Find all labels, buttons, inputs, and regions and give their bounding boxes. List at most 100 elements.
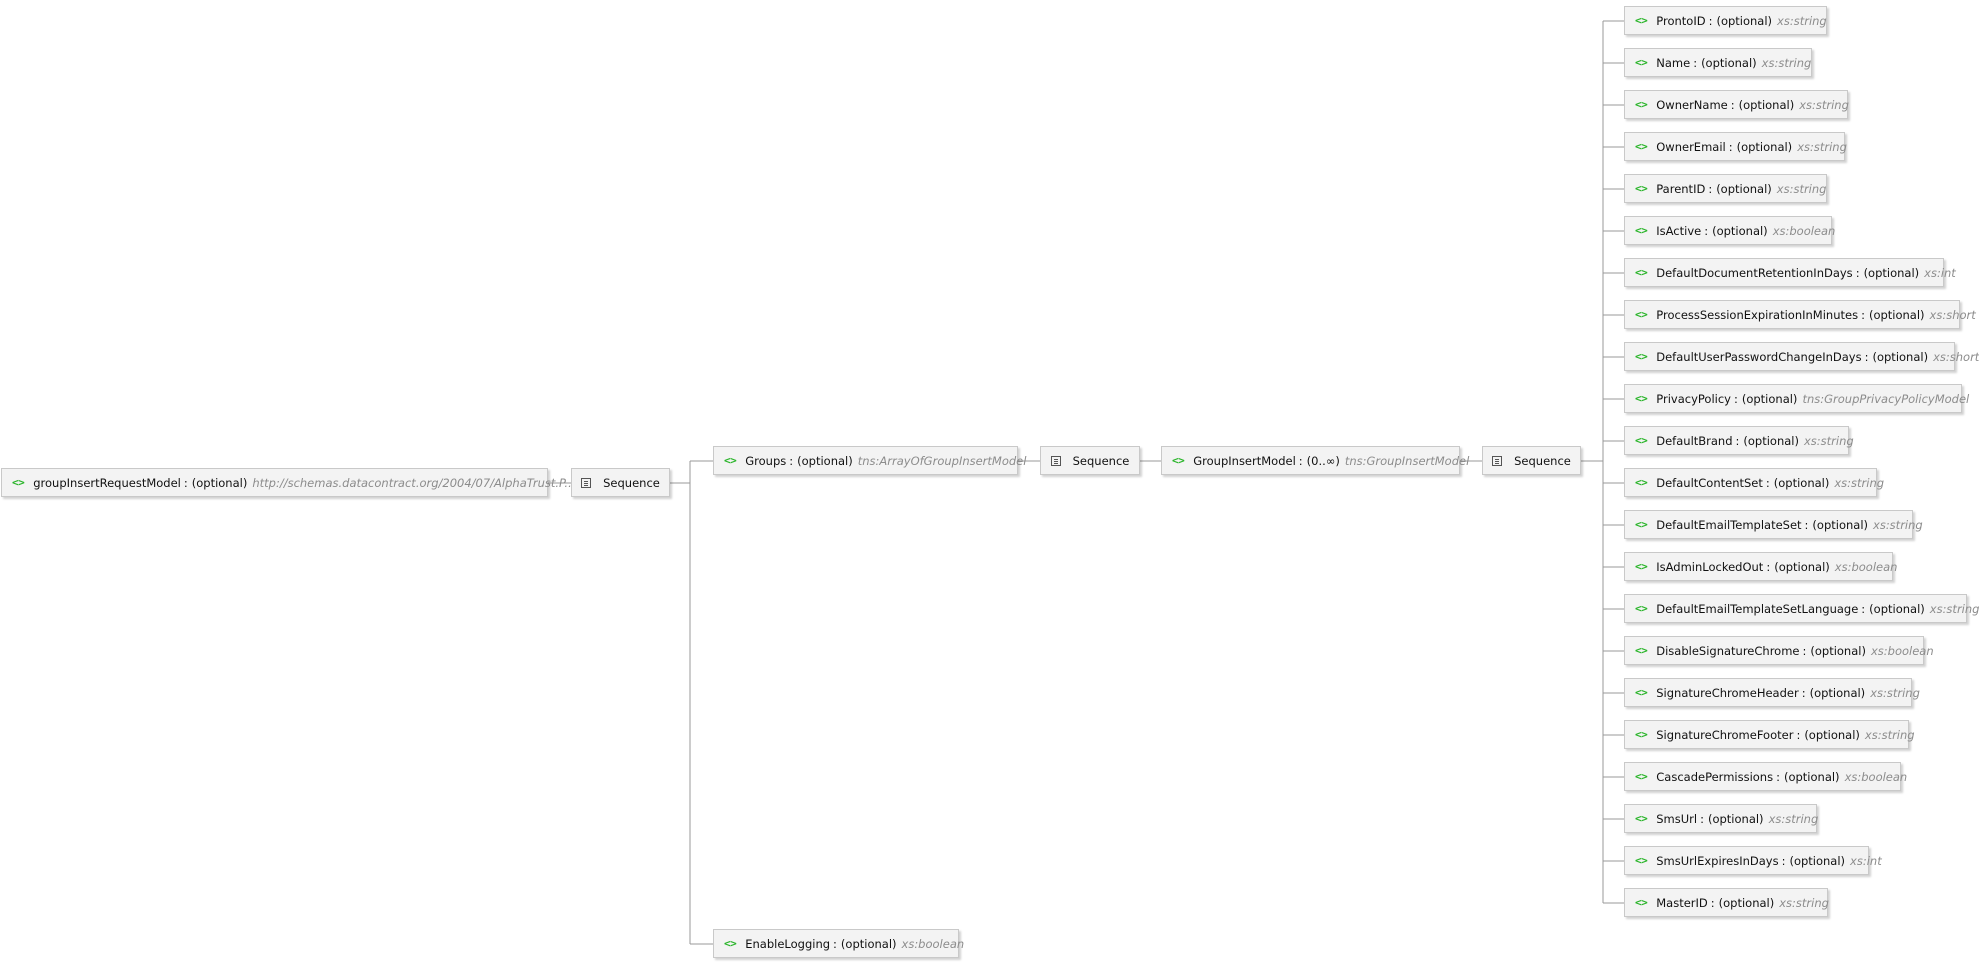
element-name: DefaultEmailTemplateSet (1656, 517, 1802, 532)
element-node-SmsUrl[interactable]: <>SmsUrl:(optional)xs:string (1624, 804, 1819, 833)
element-icon: <> (1635, 224, 1648, 237)
separator: : (1861, 601, 1866, 616)
element-name: SmsUrlExpiresInDays (1656, 853, 1779, 868)
element-name: GroupInsertModel (1193, 453, 1296, 468)
element-node-DefaultEmailTemplateSetLanguage[interactable]: <>DefaultEmailTemplateSetLanguage:(optio… (1624, 594, 1979, 623)
element-node-IsActive[interactable]: <>IsActive:(optional)xs:boolean (1624, 216, 1835, 245)
element-node-OwnerEmail[interactable]: <>OwnerEmail:(optional)xs:string (1624, 132, 1847, 161)
element-node-ProcessSessionExpirationInMinutes[interactable]: <>ProcessSessionExpirationInMinutes:(opt… (1624, 300, 1976, 329)
element-occurrence: (optional) (1716, 181, 1772, 196)
element-node-DefaultContentSet[interactable]: <>DefaultContentSet:(optional)xs:string (1624, 468, 1884, 497)
separator: : (1708, 13, 1713, 28)
element-node-GroupInsertModel[interactable]: <> GroupInsertModel : (0..∞) tns:GroupIn… (1161, 446, 1469, 475)
element-type: xs:string (1804, 433, 1854, 448)
element-icon: <> (1635, 560, 1648, 573)
element-icon: <> (1635, 476, 1648, 489)
sequence-label: Sequence (603, 475, 660, 490)
element-node-EnableLogging[interactable]: <> EnableLogging : (optional) xs:boolean (713, 929, 964, 958)
separator: : (1796, 727, 1801, 742)
separator: : (1855, 265, 1860, 280)
element-occurrence: (optional) (1701, 55, 1757, 70)
element-node-ParentID[interactable]: <>ParentID:(optional)xs:string (1624, 174, 1827, 203)
element-node-Name[interactable]: <>Name:(optional)xs:string (1624, 48, 1812, 77)
element-name: CascadePermissions (1656, 769, 1774, 784)
element-name: Name (1656, 55, 1691, 70)
element-type: xs:string (1761, 55, 1812, 70)
element-icon: <> (724, 937, 737, 950)
element-icon: <> (724, 454, 737, 467)
element-type: xs:boolean (1870, 643, 1934, 658)
element-icon: <> (1635, 266, 1648, 279)
element-name: EnableLogging (745, 936, 831, 951)
element-type: xs:boolean (1844, 769, 1908, 784)
element-name: IsActive (1656, 223, 1702, 238)
element-type: xs:string (1870, 685, 1920, 700)
element-node-SmsUrlExpiresInDays[interactable]: <>SmsUrlExpiresInDays:(optional)xs:int (1624, 846, 1882, 875)
separator: : (1733, 391, 1738, 406)
element-name: groupInsertRequestModel (33, 475, 181, 490)
element-node-IsAdminLockedOut[interactable]: <>IsAdminLockedOut:(optional)xs:boolean (1624, 552, 1897, 581)
element-node-SignatureChromeHeader[interactable]: <>SignatureChromeHeader:(optional)xs:str… (1624, 678, 1920, 707)
element-occurrence: (optional) (1736, 139, 1793, 154)
element-occurrence: (optional) (797, 453, 853, 468)
element-type: xs:string (1768, 811, 1819, 826)
element-node-DisableSignatureChrome[interactable]: <>DisableSignatureChrome:(optional)xs:bo… (1624, 636, 1934, 665)
element-icon: <> (1635, 56, 1648, 69)
element-node-ProntoID[interactable]: <>ProntoID:(optional)xs:string (1624, 6, 1827, 35)
element-type: xs:string (1799, 97, 1849, 112)
element-node-groupInsertRequestModel[interactable]: <> groupInsertRequestModel : (optional) … (1, 468, 575, 497)
element-icon: <> (1635, 140, 1648, 153)
sequence-icon (1492, 455, 1503, 466)
element-node-DefaultDocumentRetentionInDays[interactable]: <>DefaultDocumentRetentionInDays:(option… (1624, 258, 1956, 287)
element-node-MasterID[interactable]: <>MasterID:(optional)xs:string (1624, 888, 1829, 917)
element-node-DefaultEmailTemplateSet[interactable]: <>DefaultEmailTemplateSet:(optional)xs:s… (1624, 510, 1923, 539)
element-name: DefaultEmailTemplateSetLanguage (1656, 601, 1859, 616)
element-icon: <> (1635, 812, 1648, 825)
separator: : (833, 936, 837, 951)
element-occurrence: (optional) (1738, 97, 1795, 112)
sequence-node-3[interactable]: Sequence (1482, 446, 1581, 475)
separator: : (789, 453, 794, 468)
element-node-DefaultBrand[interactable]: <>DefaultBrand:(optional)xs:string (1624, 426, 1854, 455)
element-type: xs:string (1777, 13, 1827, 28)
element-occurrence: (optional) (1804, 727, 1860, 742)
element-icon: <> (1635, 308, 1648, 321)
element-node-OwnerName[interactable]: <>OwnerName:(optional)xs:string (1624, 90, 1849, 119)
separator: : (1861, 307, 1865, 322)
element-type: xs:short (1929, 307, 1976, 322)
element-icon: <> (1635, 602, 1648, 615)
separator: : (1802, 643, 1807, 658)
separator: : (183, 475, 188, 490)
element-icon: <> (12, 476, 25, 489)
element-type: xs:boolean (1834, 559, 1898, 574)
element-icon: <> (1635, 770, 1648, 783)
element-name: SignatureChromeFooter (1656, 727, 1794, 742)
element-type: xs:string (1834, 475, 1885, 490)
element-occurrence: (optional) (840, 936, 897, 951)
element-node-PrivacyPolicy[interactable]: <>PrivacyPolicy:(optional)tns:GroupPriva… (1624, 384, 1969, 413)
element-name: DefaultBrand (1656, 433, 1733, 448)
element-node-DefaultUserPasswordChangeInDays[interactable]: <>DefaultUserPasswordChangeInDays:(optio… (1624, 342, 1979, 371)
element-type: tns:ArrayOfGroupInsertModel (857, 453, 1027, 468)
element-node-CascadePermissions[interactable]: <>CascadePermissions:(optional)xs:boolea… (1624, 762, 1907, 791)
element-occurrence: (optional) (1789, 853, 1846, 868)
element-node-Groups[interactable]: <> Groups : (optional) tns:ArrayOfGroupI… (713, 446, 1026, 475)
element-name: DisableSignatureChrome (1656, 643, 1800, 658)
element-node-SignatureChromeFooter[interactable]: <>SignatureChromeFooter:(optional)xs:str… (1624, 720, 1915, 749)
element-occurrence: (optional) (1868, 307, 1925, 322)
element-icon: <> (1172, 454, 1185, 467)
element-type: xs:string (1797, 139, 1847, 154)
separator: : (1781, 853, 1786, 868)
element-occurrence: (optional) (1707, 811, 1764, 826)
element-name: ProntoID (1656, 13, 1706, 28)
element-type: tns:GroupInsertModel (1344, 453, 1470, 468)
element-type: xs:boolean (1772, 223, 1836, 238)
element-type: xs:int (1850, 853, 1882, 868)
element-name: IsAdminLockedOut (1656, 559, 1764, 574)
sequence-node-2[interactable]: Sequence (1040, 446, 1140, 475)
sequence-node-1[interactable]: Sequence (571, 468, 670, 497)
element-icon: <> (1635, 896, 1648, 909)
element-name: ParentID (1656, 181, 1706, 196)
separator: : (1804, 517, 1809, 532)
